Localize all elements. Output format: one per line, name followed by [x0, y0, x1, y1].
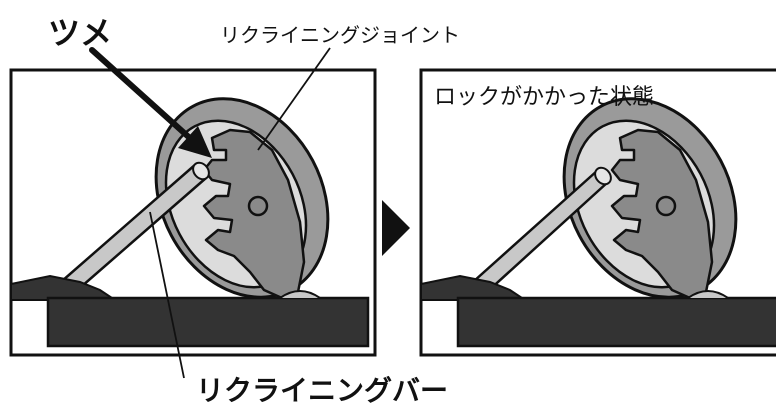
bar-leader-line	[149, 211, 185, 379]
panel-unlocked	[9, 68, 377, 357]
tsume-arrow	[89, 47, 212, 158]
seat-base-handle	[11, 274, 119, 301]
joint-label: リクライニングジョイント	[220, 23, 460, 47]
seat-base-handle-locked	[421, 274, 529, 301]
tsume-label: ツメ	[48, 14, 112, 52]
seat-base-bar	[46, 296, 370, 348]
pivot-hole-locked	[655, 195, 677, 217]
joint-leader-line	[257, 47, 331, 151]
bar-label: リクライニングバー	[196, 374, 448, 407]
pivot-hole	[247, 195, 269, 217]
seat-base-bar-locked	[456, 296, 776, 348]
right-triangle-arrow-icon	[382, 200, 410, 256]
panel-locked: ロックがかかった状態	[419, 68, 776, 357]
locked-state-label: ロックがかかった状態	[434, 85, 654, 110]
